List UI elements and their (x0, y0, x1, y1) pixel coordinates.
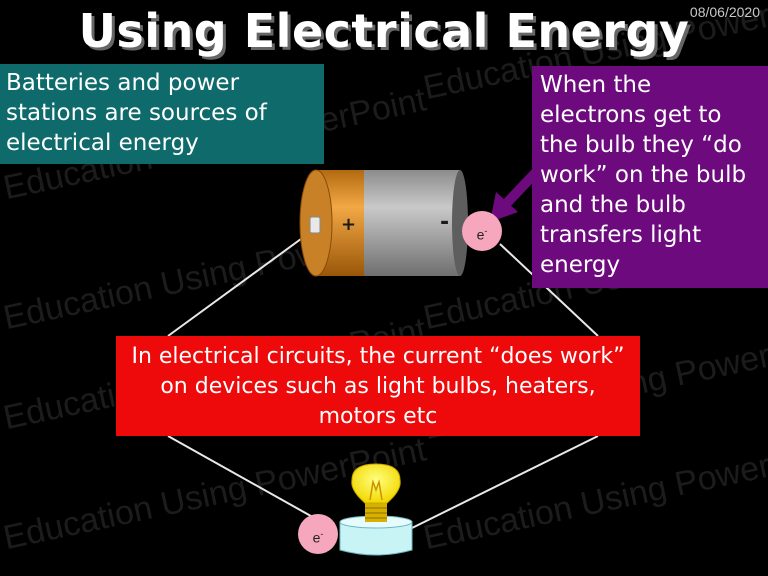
battery-icon (299, 169, 468, 277)
wire-bottom-right (411, 435, 599, 529)
wire-left (167, 227, 317, 337)
slide-title: Using Electrical Energy (78, 4, 690, 58)
electron-badge: e- (298, 514, 338, 554)
battery-plus-label: + (341, 214, 357, 235)
slide-date: 08/06/2020 (689, 4, 760, 20)
battery-minus-label: - (440, 210, 450, 235)
wire-bottom-left (167, 435, 319, 521)
bulb-work-textbox: When the electrons get to the bulb they … (532, 66, 768, 288)
light-bulb-icon (339, 463, 413, 556)
wire-right (499, 243, 599, 337)
circuit-work-textbox: In electrical circuits, the current “doe… (116, 336, 640, 436)
electron-symbol: e (312, 529, 321, 546)
electron-badge: e- (462, 211, 502, 251)
electron-symbol: e (476, 226, 485, 243)
electron-charge: - (484, 226, 488, 236)
sources-textbox: Batteries and power stations are sources… (0, 64, 324, 164)
electron-charge: - (320, 529, 324, 539)
